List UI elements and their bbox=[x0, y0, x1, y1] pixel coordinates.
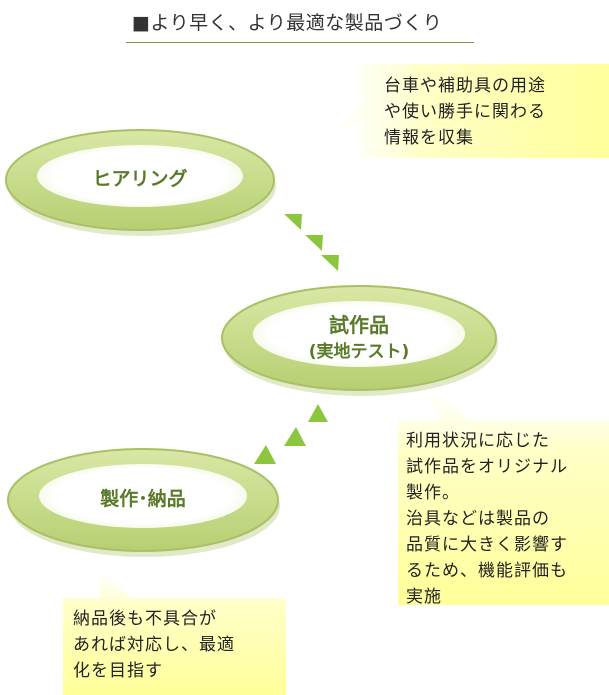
arrow-down-icon bbox=[321, 255, 339, 271]
prototype-node bbox=[221, 285, 498, 396]
arrow-down-icon bbox=[284, 214, 302, 230]
arrow-up-icon bbox=[284, 427, 306, 446]
prototype-note: 利用状況に応じた 試作品をオリジナル 製作。 治具などは製品の 品質に大きく影響… bbox=[406, 431, 568, 607]
prototype-sublabel: (実地テスト) bbox=[308, 342, 410, 362]
hearing-node bbox=[5, 129, 276, 236]
hearing-note: 台車や補助具の用途 や使い勝手に関わる 情報を収集 bbox=[384, 76, 546, 148]
hearing-label: ヒアリング bbox=[92, 168, 188, 190]
title-underline bbox=[126, 42, 474, 43]
arrow-down-icon bbox=[305, 235, 323, 251]
prototype-note-callout bbox=[398, 380, 609, 605]
production-node bbox=[7, 448, 280, 557]
production-note-callout bbox=[63, 565, 286, 695]
prototype-label: 試作品 bbox=[329, 313, 389, 337]
production-label: 製作･納品 bbox=[100, 488, 186, 510]
arrow-up-icon bbox=[254, 445, 276, 464]
arrow-up-icon bbox=[308, 404, 328, 422]
hearing-note-callout bbox=[318, 64, 609, 158]
production-note: 納品後も不具合が あれば対応し、最適 化を目指す bbox=[73, 609, 235, 681]
page-title: ■より早く、より最適な製品づくり bbox=[132, 12, 443, 34]
